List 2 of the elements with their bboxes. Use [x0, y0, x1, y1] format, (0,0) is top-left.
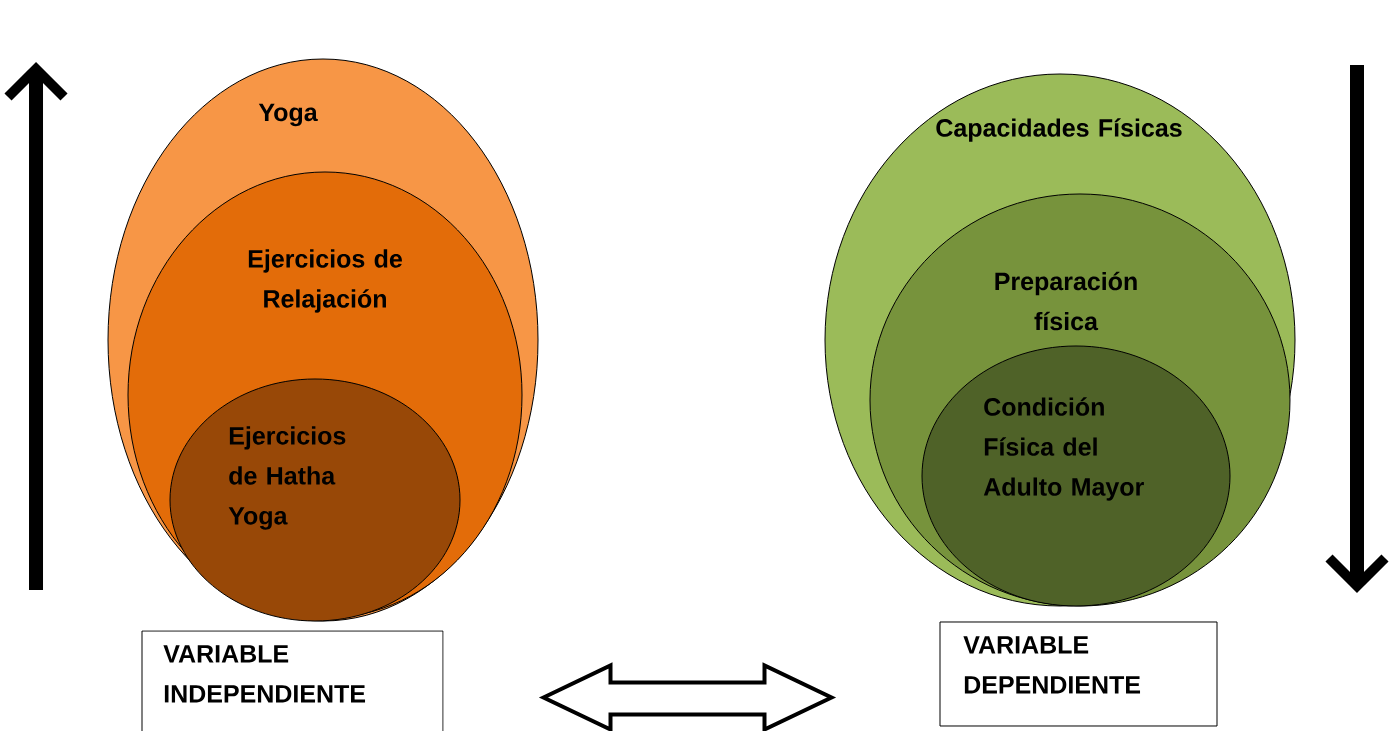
label-box: VARIABLE DEPENDIENTE [939, 621, 1218, 727]
label-box: VARIABLE INDEPENDIENTE [141, 630, 444, 731]
